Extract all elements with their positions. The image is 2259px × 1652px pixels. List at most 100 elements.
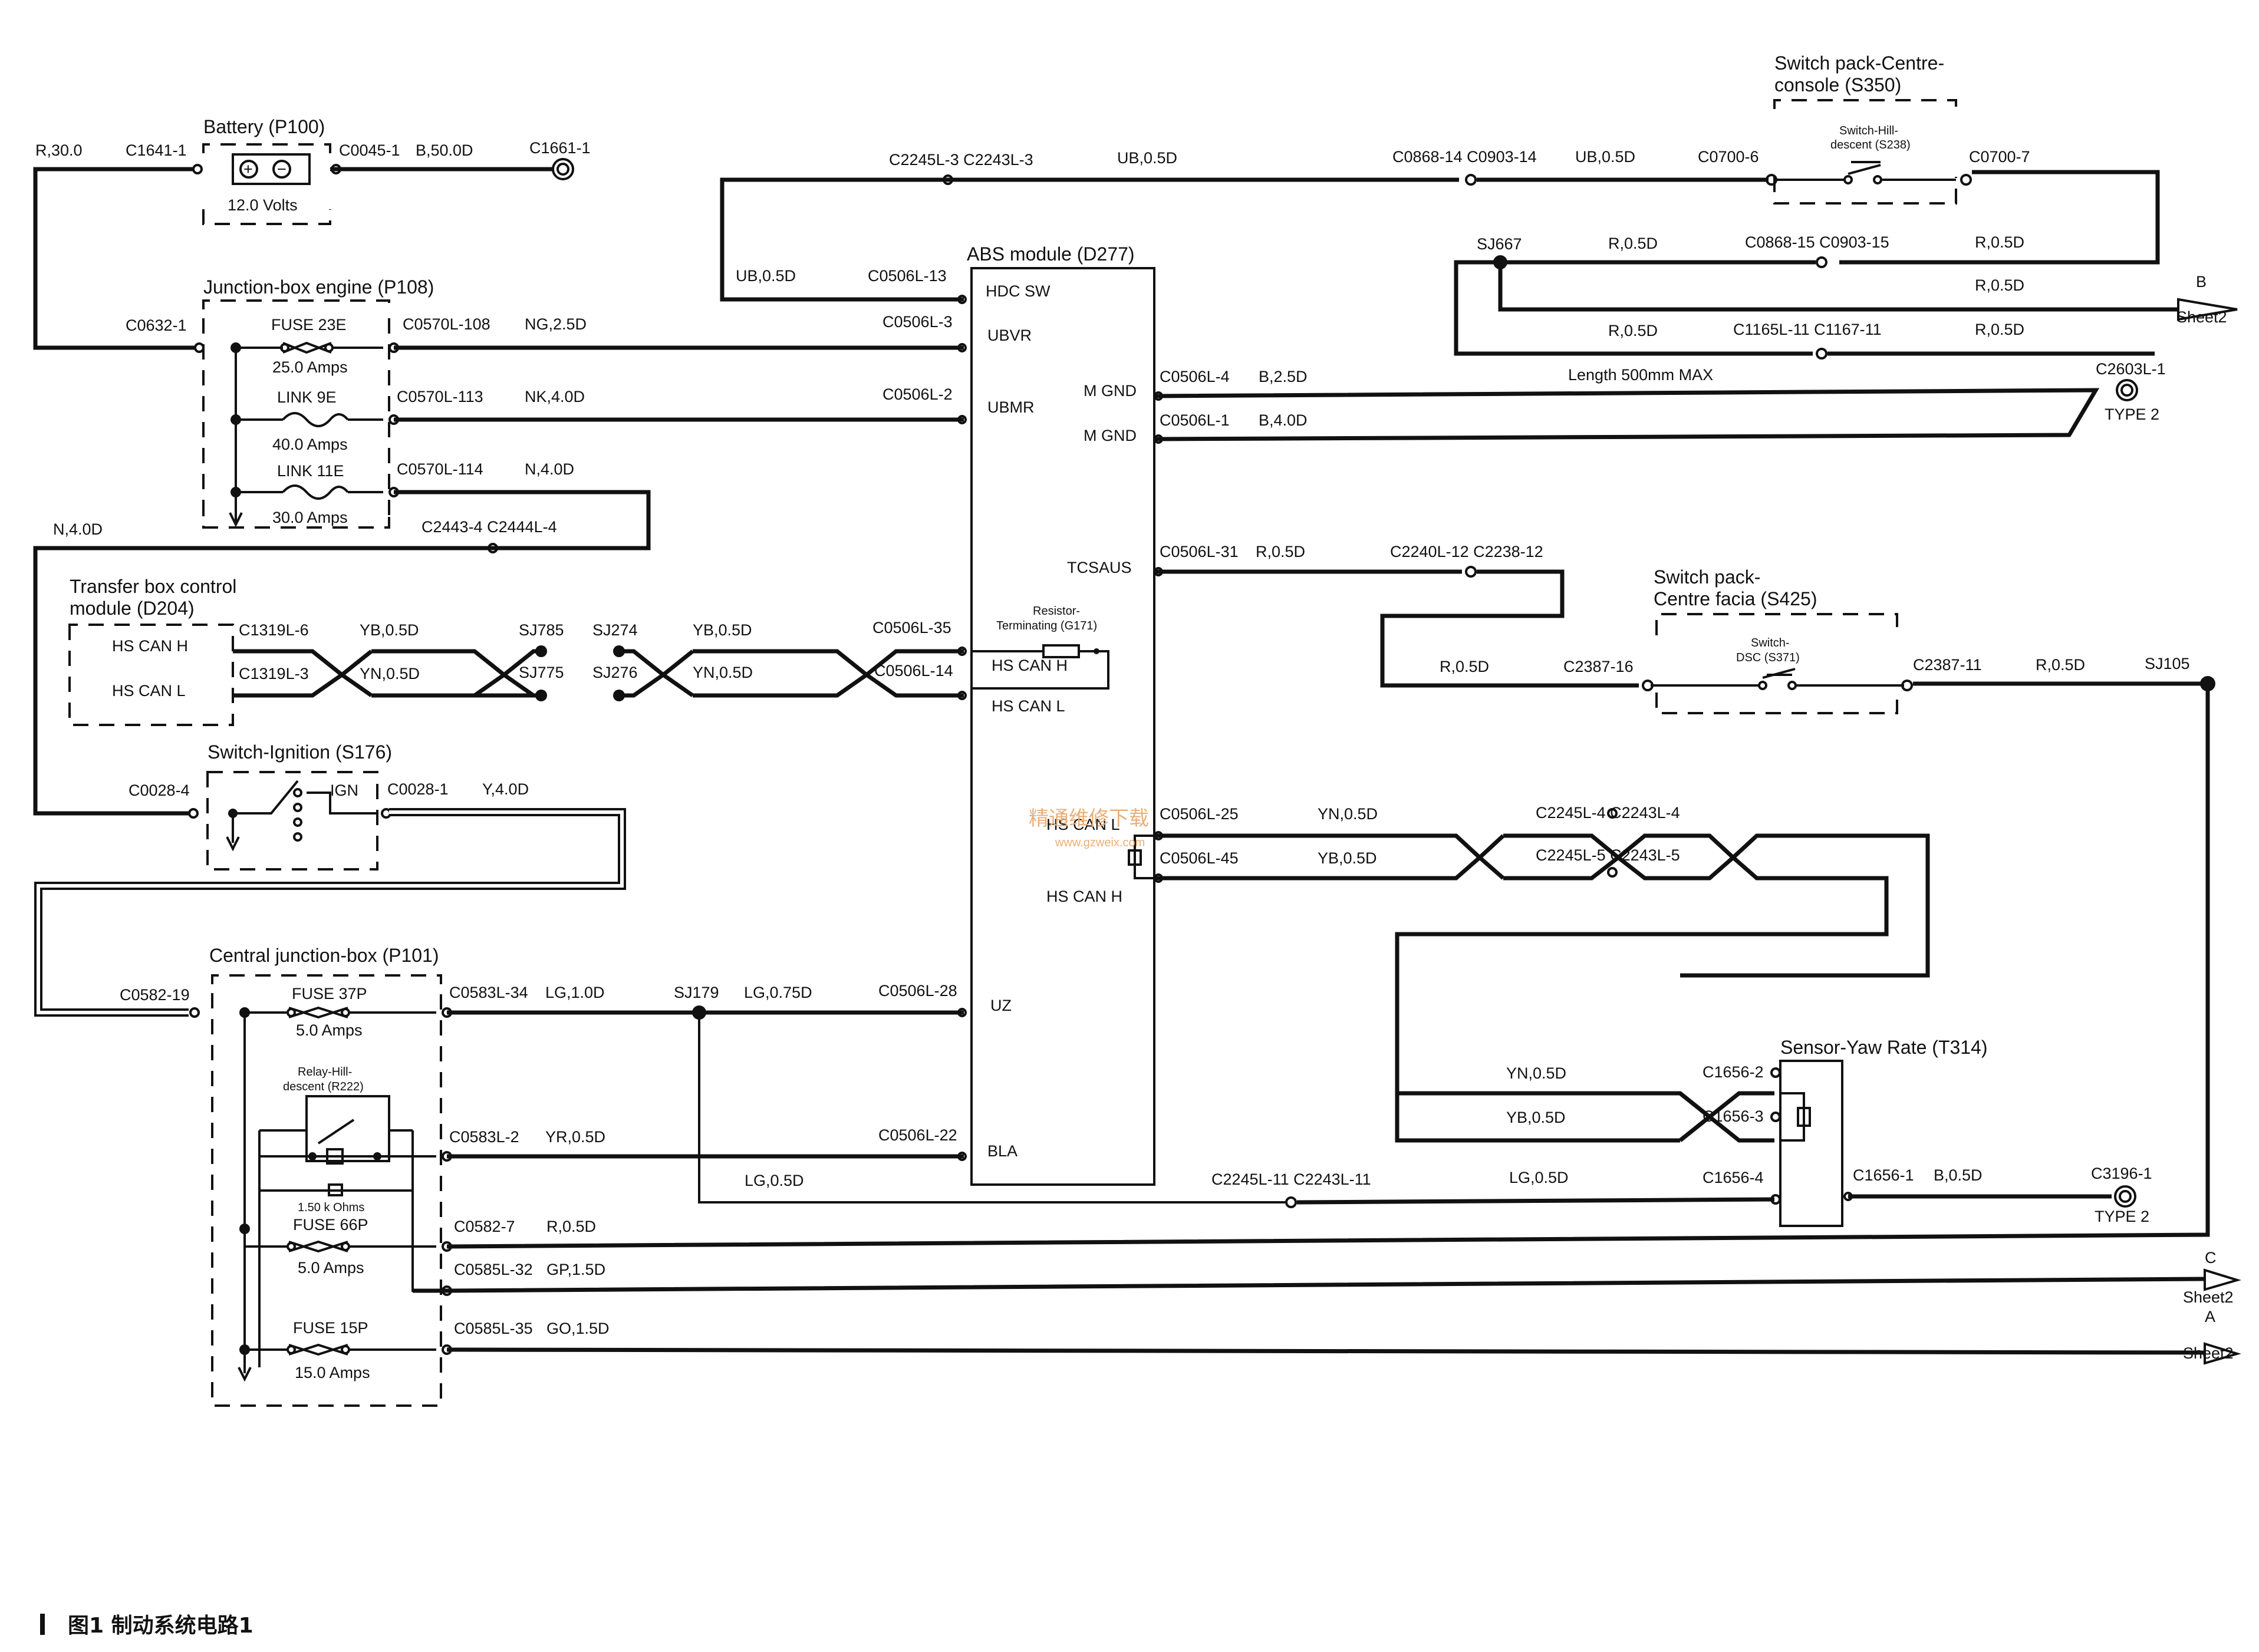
svg-text:C0028-1: C0028-1 (387, 780, 449, 798)
svg-text:C0582-19: C0582-19 (120, 986, 190, 1004)
svg-text:Sensor-Yaw Rate (T314): Sensor-Yaw Rate (T314) (1780, 1037, 1988, 1058)
svg-text:C2245L-5 C2243L-5: C2245L-5 C2243L-5 (1536, 846, 1680, 864)
svg-text:YB,0.5D: YB,0.5D (693, 621, 752, 639)
svg-text:R,0.5D: R,0.5D (1608, 235, 1658, 252)
svg-text:HS CAN L: HS CAN L (992, 697, 1065, 715)
svg-text:C0506L-14: C0506L-14 (874, 662, 953, 680)
svg-text:UB,0.5D: UB,0.5D (736, 267, 796, 285)
svg-text:1.50 k Ohms: 1.50 k Ohms (298, 1201, 364, 1214)
svg-text:SJ179: SJ179 (674, 984, 719, 1001)
svg-text:C0570L-108: C0570L-108 (403, 315, 490, 333)
svg-text:LINK 11E: LINK 11E (277, 462, 344, 480)
svg-text:LG,0.5D: LG,0.5D (745, 1172, 804, 1189)
svg-text:YN,0.5D: YN,0.5D (693, 664, 753, 681)
svg-text:SJ775: SJ775 (519, 664, 564, 681)
svg-text:C1641-1: C1641-1 (126, 141, 187, 159)
svg-text:HS CAN H: HS CAN H (1046, 888, 1122, 905)
svg-text:C1656-4: C1656-4 (1703, 1169, 1764, 1186)
svg-text:C0506L-25: C0506L-25 (1160, 805, 1239, 823)
svg-text:FUSE 66P: FUSE 66P (293, 1216, 368, 1234)
svg-text:R,0.5D: R,0.5D (546, 1218, 596, 1235)
svg-text:C0506L-3: C0506L-3 (882, 313, 953, 331)
svg-text:C0582-7: C0582-7 (454, 1218, 515, 1235)
svg-text:C2443-4 C2444L-4: C2443-4 C2444L-4 (421, 518, 557, 536)
svg-text:YN,0.5D: YN,0.5D (1506, 1064, 1566, 1082)
svg-text:C0506L-45: C0506L-45 (1160, 849, 1239, 867)
svg-text:C2240L-12 C2238-12: C2240L-12 C2238-12 (1390, 543, 1543, 560)
switch-pack-centre-console-s350: Switch pack-Centre- console (S350) Switc… (1773, 52, 1957, 205)
svg-text:Sheet2: Sheet2 (2183, 1288, 2234, 1306)
svg-text:Switch-Hill-: Switch-Hill- (1839, 124, 1898, 137)
figure-caption: 图1 制动系统电路1 (68, 1614, 253, 1638)
svg-text:IGN: IGN (330, 782, 358, 799)
svg-text:C0506L-2: C0506L-2 (882, 385, 953, 403)
svg-text:C3196-1: C3196-1 (2091, 1165, 2152, 1182)
svg-text:SJ667: SJ667 (1477, 235, 1522, 253)
svg-text:C1661-1: C1661-1 (529, 139, 591, 157)
junction-box-engine-p108: Junction-box engine (P108) FUSE 23E 25.0… (202, 276, 434, 529)
svg-text:B,4.0D: B,4.0D (1259, 411, 1308, 429)
svg-text:R,0.5D: R,0.5D (1975, 276, 2024, 294)
svg-text:GP,1.5D: GP,1.5D (546, 1261, 605, 1278)
svg-text:descent (S238): descent (S238) (1830, 139, 1911, 151)
svg-text:UB,0.5D: UB,0.5D (1117, 149, 1177, 167)
svg-text:C0028-4: C0028-4 (129, 782, 190, 799)
svg-text:C0570L-113: C0570L-113 (397, 388, 483, 405)
svg-text:SJ785: SJ785 (519, 621, 564, 639)
svg-text:HDC SW: HDC SW (986, 282, 1051, 300)
svg-text:R,0.5D: R,0.5D (1608, 322, 1658, 339)
svg-text:B: B (2196, 273, 2207, 291)
switch-ignition-s176: Switch-Ignition (S176) IGN (206, 741, 392, 870)
svg-text:Resistor-: Resistor- (1033, 605, 1080, 618)
svg-text:BLA: BLA (987, 1142, 1017, 1160)
svg-text:B,0.5D: B,0.5D (1934, 1166, 1983, 1184)
svg-text:C1656-3: C1656-3 (1703, 1107, 1764, 1125)
svg-text:30.0 Amps: 30.0 Amps (272, 509, 348, 526)
battery-voltage: 12.0 Volts (228, 196, 298, 214)
svg-text:R,0.5D: R,0.5D (1256, 543, 1305, 560)
svg-text:5.0 Amps: 5.0 Amps (298, 1259, 364, 1277)
svg-text:TCSAUS: TCSAUS (1067, 559, 1132, 576)
battery-p100: Battery (P100) + − 12.0 Volts (202, 116, 331, 225)
svg-text:UBMR: UBMR (987, 398, 1035, 416)
transfer-box-d204: Transfer box control module (D204) HS CA… (68, 576, 236, 726)
svg-text:C2245L-3 C2243L-3: C2245L-3 C2243L-3 (889, 151, 1033, 169)
svg-text:C0506L-35: C0506L-35 (872, 619, 951, 637)
svg-text:R,30.0: R,30.0 (35, 141, 83, 159)
svg-text:C1656-2: C1656-2 (1703, 1063, 1764, 1081)
svg-text:40.0 Amps: 40.0 Amps (272, 436, 348, 453)
svg-text:C2245L-4 C2243L-4: C2245L-4 C2243L-4 (1536, 804, 1680, 822)
svg-text:C0868-14 C0903-14: C0868-14 C0903-14 (1392, 148, 1537, 166)
connector-c1641 (192, 164, 203, 174)
svg-text:YB,0.5D: YB,0.5D (360, 621, 419, 639)
svg-text:LINK 9E: LINK 9E (277, 388, 337, 406)
svg-text:SJ105: SJ105 (2145, 655, 2190, 672)
svg-text:25.0 Amps: 25.0 Amps (272, 358, 348, 376)
svg-text:M GND: M GND (1084, 427, 1137, 444)
svg-text:Sheet2: Sheet2 (2176, 308, 2227, 326)
svg-text:LG,0.75D: LG,0.75D (744, 984, 812, 1001)
svg-text:DSC (S371): DSC (S371) (1736, 651, 1800, 664)
svg-text:C0632-1: C0632-1 (126, 316, 187, 334)
svg-text:Transfer box control: Transfer box control (70, 576, 236, 597)
svg-text:C0570L-114: C0570L-114 (397, 460, 483, 478)
svg-text:A: A (2205, 1308, 2215, 1325)
central-junction-box-p101: Central junction-box (P101) FUSE 37P 5.0… (209, 945, 442, 1407)
svg-text:C2603L-1: C2603L-1 (2096, 360, 2166, 378)
svg-text:C0045-1: C0045-1 (339, 141, 400, 159)
svg-text:module (D204): module (D204) (70, 598, 195, 619)
svg-text:C0506L-4: C0506L-4 (1160, 368, 1230, 385)
svg-text:C0506L-13: C0506L-13 (868, 267, 947, 285)
svg-text:B,50.0D: B,50.0D (416, 141, 473, 159)
svg-text:HS CAN L: HS CAN L (112, 682, 186, 700)
svg-text:console (S350): console (S350) (1774, 74, 1901, 95)
svg-text:R,0.5D: R,0.5D (1440, 658, 1489, 675)
svg-text:Terminating (G171): Terminating (G171) (996, 619, 1097, 632)
svg-text:HS CAN H: HS CAN H (992, 657, 1068, 674)
svg-text:C1656-1: C1656-1 (1853, 1166, 1914, 1184)
svg-text:C0700-6: C0700-6 (1698, 148, 1759, 166)
svg-text:FUSE 15P: FUSE 15P (293, 1319, 368, 1337)
svg-text:C2245L-11 C2243L-11: C2245L-11 C2243L-11 (1211, 1170, 1371, 1188)
svg-text:TYPE 2: TYPE 2 (2105, 405, 2159, 423)
svg-text:C1319L-6: C1319L-6 (239, 621, 309, 639)
